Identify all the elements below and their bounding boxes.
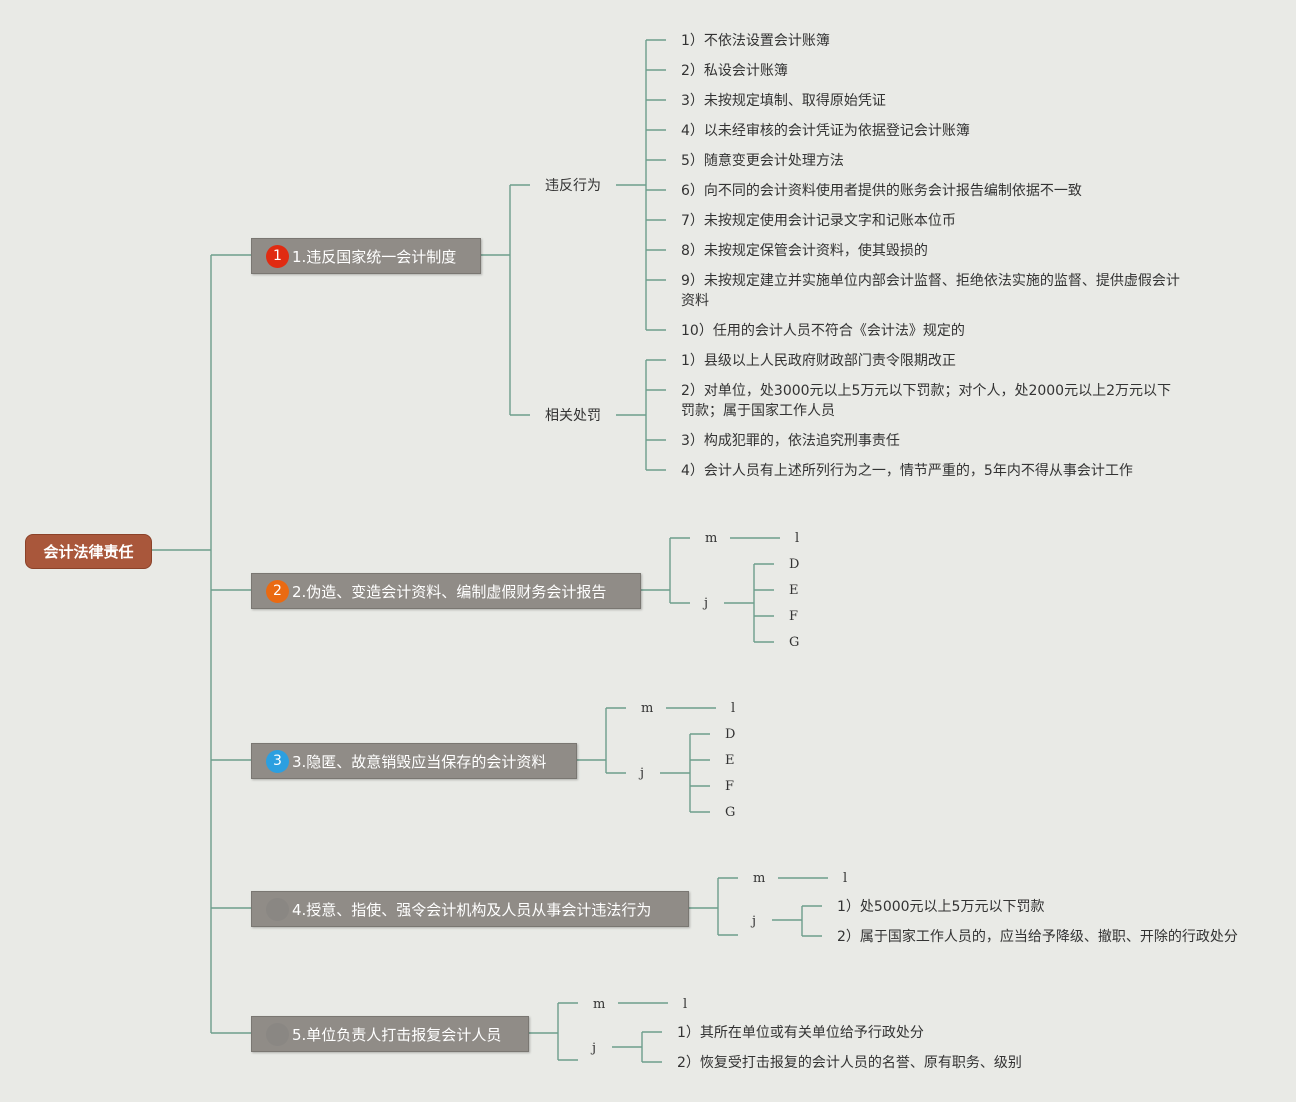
leaf-item[interactable]: G: [789, 635, 800, 650]
branch-label: 2.伪造、变造会计资料、编制虚假财务会计报告: [292, 582, 607, 601]
sub-node-j[interactable]: j: [752, 914, 757, 929]
leaf-item[interactable]: 6）向不同的会计资料使用者提供的账务会计报告编制依据不一致: [681, 183, 1082, 199]
branch-node-5[interactable]: 5.单位负责人打击报复会计人员: [251, 1016, 529, 1052]
leaf-item[interactable]: 7）未按规定使用会计记录文字和记账本位币: [681, 213, 956, 229]
priority-1-icon: 1: [266, 244, 289, 268]
priority-2-icon: 2: [266, 579, 289, 603]
leaf-item[interactable]: 1）不依法设置会计账簿: [681, 33, 830, 49]
sub-node-l[interactable]: l: [795, 531, 800, 546]
leaf-item[interactable]: 3）未按规定填制、取得原始凭证: [681, 93, 886, 109]
sub-node-m[interactable]: m: [705, 531, 718, 546]
root-node[interactable]: 会计法律责任: [25, 534, 152, 569]
group-penalties[interactable]: 相关处罚: [545, 408, 601, 424]
sub-node-m[interactable]: m: [593, 997, 606, 1012]
group-violations[interactable]: 违反行为: [545, 178, 601, 194]
leaf-item[interactable]: 3）构成犯罪的，依法追究刑事责任: [681, 433, 900, 449]
leaf-item[interactable]: 1）其所在单位或有关单位给予行政处分: [677, 1025, 924, 1041]
leaf-item[interactable]: 4）以未经审核的会计凭证为依据登记会计账簿: [681, 123, 970, 139]
leaf-item[interactable]: 5）随意变更会计处理方法: [681, 153, 844, 169]
sub-node-j[interactable]: j: [592, 1041, 597, 1056]
branch-node-4[interactable]: 4.授意、指使、强令会计机构及人员从事会计违法行为: [251, 891, 689, 927]
leaf-item[interactable]: E: [725, 753, 735, 768]
root-label: 会计法律责任: [43, 543, 134, 561]
sub-node-l[interactable]: l: [683, 997, 688, 1012]
sub-node-m[interactable]: m: [641, 701, 654, 716]
leaf-item[interactable]: 8）未按规定保管会计资料，使其毁损的: [681, 243, 928, 259]
branch-node-1[interactable]: 1 1.违反国家统一会计制度: [251, 238, 481, 274]
leaf-item[interactable]: G: [725, 805, 736, 820]
leaf-item[interactable]: D: [725, 727, 736, 742]
sub-node-m[interactable]: m: [753, 871, 766, 886]
leaf-item[interactable]: 10）任用的会计人员不符合《会计法》规定的: [681, 323, 965, 339]
leaf-item[interactable]: 4）会计人员有上述所列行为之一，情节严重的，5年内不得从事会计工作: [681, 463, 1133, 479]
leaf-item[interactable]: E: [789, 583, 799, 598]
sub-node-l[interactable]: l: [731, 701, 736, 716]
leaf-item[interactable]: 2）恢复受打击报复的会计人员的名誉、原有职务、级别: [677, 1055, 1022, 1071]
sub-node-l[interactable]: l: [843, 871, 848, 886]
sub-node-j[interactable]: j: [704, 596, 709, 611]
leaf-item[interactable]: 2）属于国家工作人员的，应当给予降级、撤职、开除的行政处分: [837, 929, 1238, 945]
leaf-item[interactable]: 2）对单位，处3000元以上5万元以下罚款；对个人，处2000元以上2万元以下罚…: [681, 383, 1171, 419]
branch-label: 3.隐匿、故意销毁应当保存的会计资料: [292, 752, 547, 771]
branch-label: 4.授意、指使、强令会计机构及人员从事会计违法行为: [292, 900, 652, 919]
priority-4-icon: [266, 897, 289, 921]
branch-node-3[interactable]: 3 3.隐匿、故意销毁应当保存的会计资料: [251, 743, 577, 779]
branch-label: 1.违反国家统一会计制度: [292, 247, 457, 266]
branch-label: 5.单位负责人打击报复会计人员: [292, 1025, 502, 1044]
leaf-item[interactable]: D: [789, 557, 800, 572]
leaf-item[interactable]: F: [725, 779, 735, 794]
leaf-item[interactable]: 1）处5000元以上5万元以下罚款: [837, 899, 1045, 915]
priority-3-icon: 3: [266, 749, 289, 773]
leaf-item[interactable]: 2）私设会计账簿: [681, 63, 788, 79]
leaf-item[interactable]: 9）未按规定建立并实施单位内部会计监督、拒绝依法实施的监督、提供虚假会计资料: [681, 273, 1180, 309]
priority-5-icon: [266, 1022, 289, 1046]
leaf-item[interactable]: 1）县级以上人民政府财政部门责令限期改正: [681, 353, 956, 369]
branch-node-2[interactable]: 2 2.伪造、变造会计资料、编制虚假财务会计报告: [251, 573, 641, 609]
sub-node-j[interactable]: j: [640, 766, 645, 781]
leaf-item[interactable]: F: [789, 609, 799, 624]
